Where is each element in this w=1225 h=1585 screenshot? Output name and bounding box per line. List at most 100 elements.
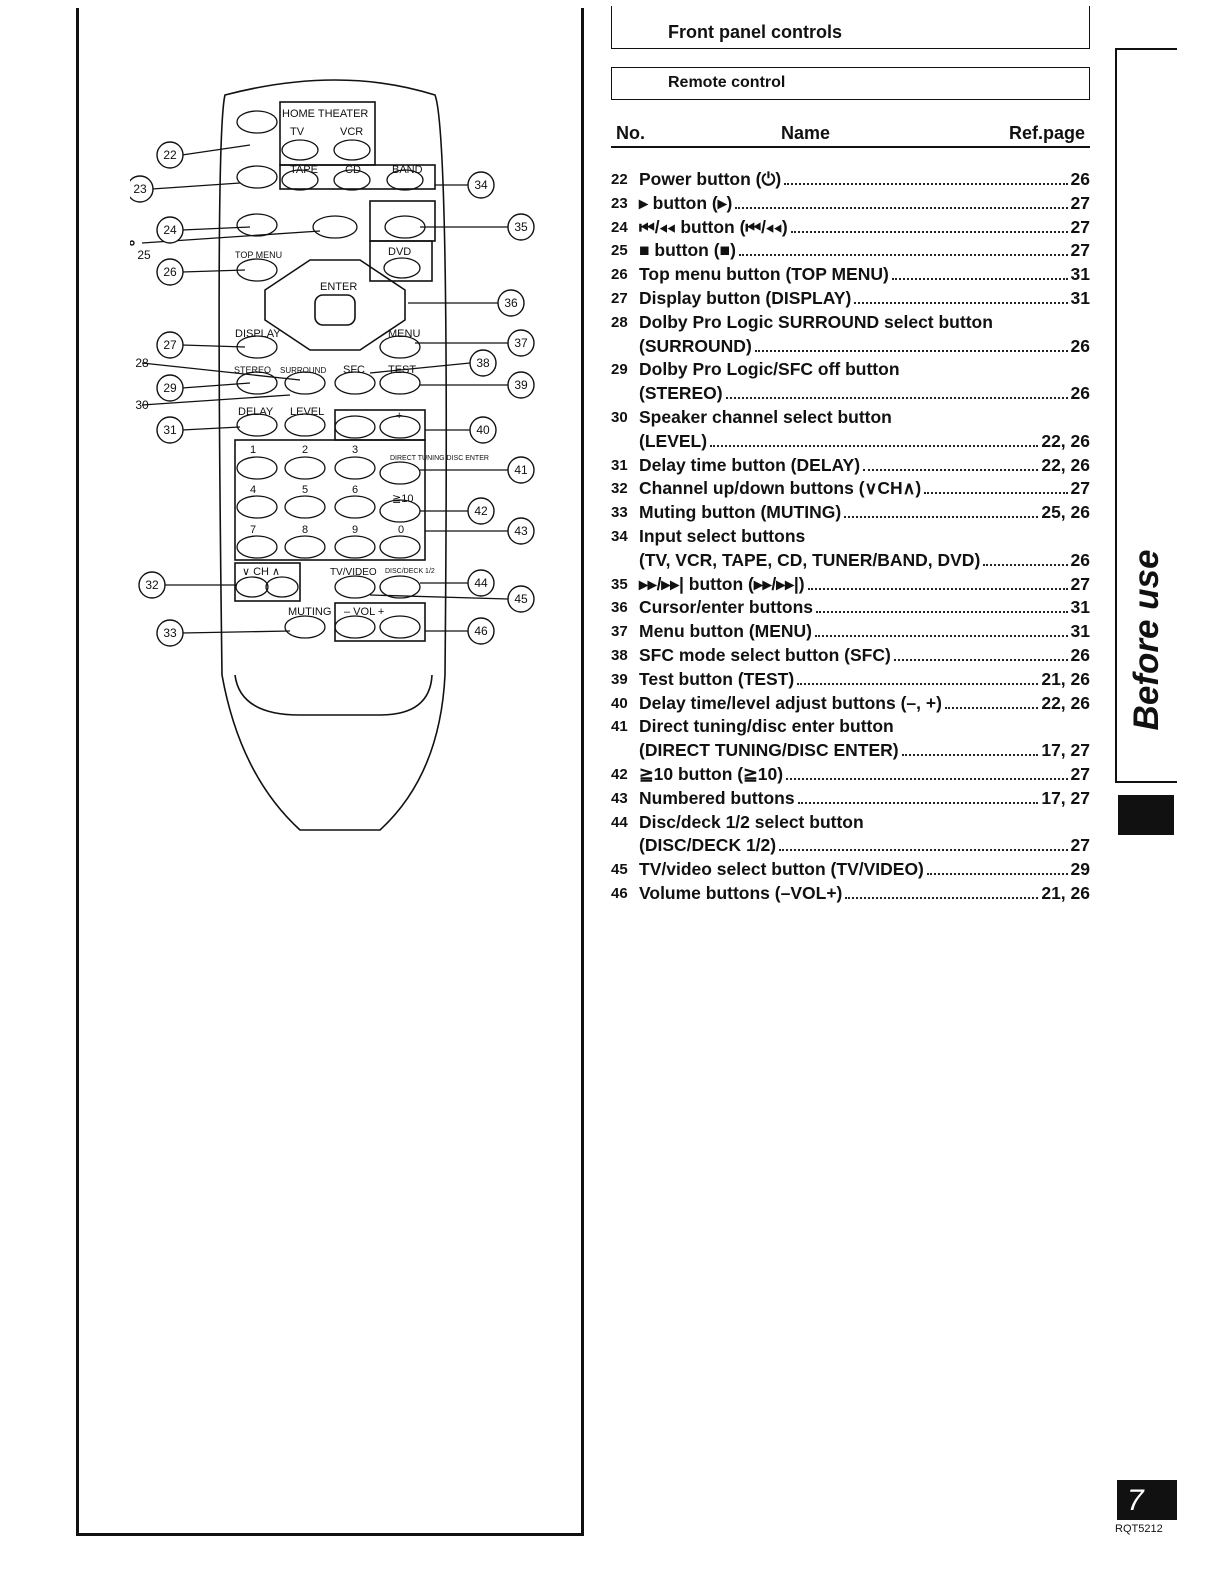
stereo-label: STEREO (234, 365, 271, 375)
top-menu-label: TOP MENU (235, 250, 282, 260)
item-number: 45 (611, 861, 628, 879)
item-number: 27 (611, 289, 628, 307)
vcr-label: VCR (340, 126, 363, 138)
item-name: Channel up/down buttons (∨CH∧) (639, 478, 922, 499)
side-tab-top-rule (1115, 48, 1177, 50)
item-name: Display button (DISPLAY) (639, 287, 852, 308)
item-name: ⏮/◂◂ button (⏮/◂◂) (639, 216, 788, 237)
item-number: 32 (611, 480, 628, 498)
item-number: 36 (611, 599, 628, 617)
item-ref-page: 31 (1070, 287, 1090, 308)
dot-leader (754, 335, 1068, 352)
dot-leader (779, 834, 1068, 852)
item-name: Top menu button (TOP MENU) (639, 264, 889, 285)
dot-leader (797, 668, 1039, 685)
item-ref-page: 27 (1070, 573, 1090, 594)
item-ref-page: 21, 26 (1041, 882, 1090, 903)
item-name: Disc/deck 1/2 select button (639, 811, 864, 832)
item-number: 23 (611, 194, 628, 212)
item-name: Delay time button (DELAY) (639, 454, 861, 475)
item-ref-page: 27 (1070, 240, 1090, 261)
item-number: 39 (611, 670, 628, 688)
item-ref-page: 27 (1070, 835, 1090, 856)
item-ref-page: 26 (1070, 335, 1090, 356)
item-name: Numbered buttons (639, 787, 795, 808)
key-7-label: 7 (250, 524, 256, 536)
list-item: 33 Muting button (MUTING) 25, 26 (611, 501, 1090, 525)
callout-27: 27 (163, 338, 177, 352)
tv-label: TV (290, 126, 305, 138)
dot-leader (735, 192, 1068, 209)
remote-body-outline (218, 79, 448, 831)
item-name: Power button (⏻) (639, 169, 782, 189)
dot-leader (738, 239, 1068, 257)
item-name: Dolby Pro Logic SURROUND select button (639, 311, 993, 332)
callout-39: 39 (514, 378, 528, 392)
dvd-frame (369, 240, 433, 282)
callout-35: 35 (514, 220, 528, 234)
item-ref-page: 22, 26 (1041, 454, 1090, 475)
disc-deck-label: DISC/DECK 1/2 (385, 568, 435, 575)
item-number: 38 (611, 646, 628, 664)
callout-32: 32 (145, 578, 159, 592)
item-ref-page: 26 (1070, 644, 1090, 665)
item-name: Volume buttons (–VOL+) (639, 882, 843, 903)
key-8-label: 8 (302, 524, 308, 536)
list-item: 29 Dolby Pro Logic/SFC off button (611, 358, 1090, 382)
item-number: 22 (611, 171, 628, 188)
page-number: 7 (1117, 1480, 1177, 1520)
callout-26: 26 (163, 265, 177, 279)
callout-25: 25 (137, 248, 151, 262)
item-name: Delay time/level adjust buttons (–, +) (639, 692, 942, 713)
list-item: 24⏮/◂◂ button (⏮/◂◂)27 (611, 216, 1090, 240)
item-name: (DISC/DECK 1/2) (639, 835, 777, 856)
delay-label: DELAY (238, 406, 274, 418)
key-0-label: 0 (398, 524, 404, 536)
callout-42: 42 (474, 504, 488, 518)
item-name: Muting button (MUTING) (639, 502, 842, 523)
item-name: ▸ button (▸) (639, 192, 733, 213)
band-label: BAND (392, 164, 423, 176)
item-ref-page: 25, 26 (1041, 502, 1090, 523)
item-number: 44 (611, 813, 628, 831)
item-number: 25 (611, 242, 628, 260)
item-ref-page: 31 (1070, 621, 1090, 642)
dot-leader (926, 858, 1068, 876)
tv-video-label: TV/VIDEO (330, 567, 377, 578)
dot-leader (816, 596, 1068, 614)
dot-leader (863, 454, 1039, 471)
item-name: (TV, VCR, TAPE, CD, TUNER/BAND, DVD) (639, 549, 981, 570)
item-ref-page: 17, 27 (1041, 740, 1090, 761)
item-number: 31 (611, 456, 628, 474)
item-number: 37 (611, 623, 628, 641)
list-item: (LEVEL)22, 26 (611, 430, 1090, 454)
list-item: 31 Delay time button (DELAY) 22, 26 (611, 454, 1090, 478)
dot-leader (983, 549, 1068, 566)
menu-label: MENU (388, 328, 420, 340)
item-name: ■ button (■) (639, 240, 736, 261)
vol-label: – VOL + (344, 606, 384, 618)
callout-34: 34 (474, 178, 488, 192)
callout-22: 22 (163, 148, 177, 162)
section-marker (1118, 795, 1174, 835)
item-number: 33 (611, 504, 628, 522)
list-item: 23 ▸ button (▸) 27 (611, 192, 1090, 216)
item-number: 43 (611, 789, 628, 807)
item-name: Cursor/enter buttons (639, 597, 814, 618)
item-ref-page: 31 (1070, 264, 1090, 285)
dot-leader (815, 620, 1068, 638)
dot-leader (924, 477, 1068, 495)
callout-40: 40 (476, 423, 490, 437)
item-name: Dolby Pro Logic/SFC off button (639, 359, 900, 380)
section-tab: Before use (1117, 500, 1177, 780)
home-theater-label: HOME THEATER (282, 108, 368, 120)
item-ref-page: 27 (1070, 192, 1090, 213)
page-border-bottom (76, 1533, 584, 1536)
item-number: 29 (611, 361, 628, 379)
